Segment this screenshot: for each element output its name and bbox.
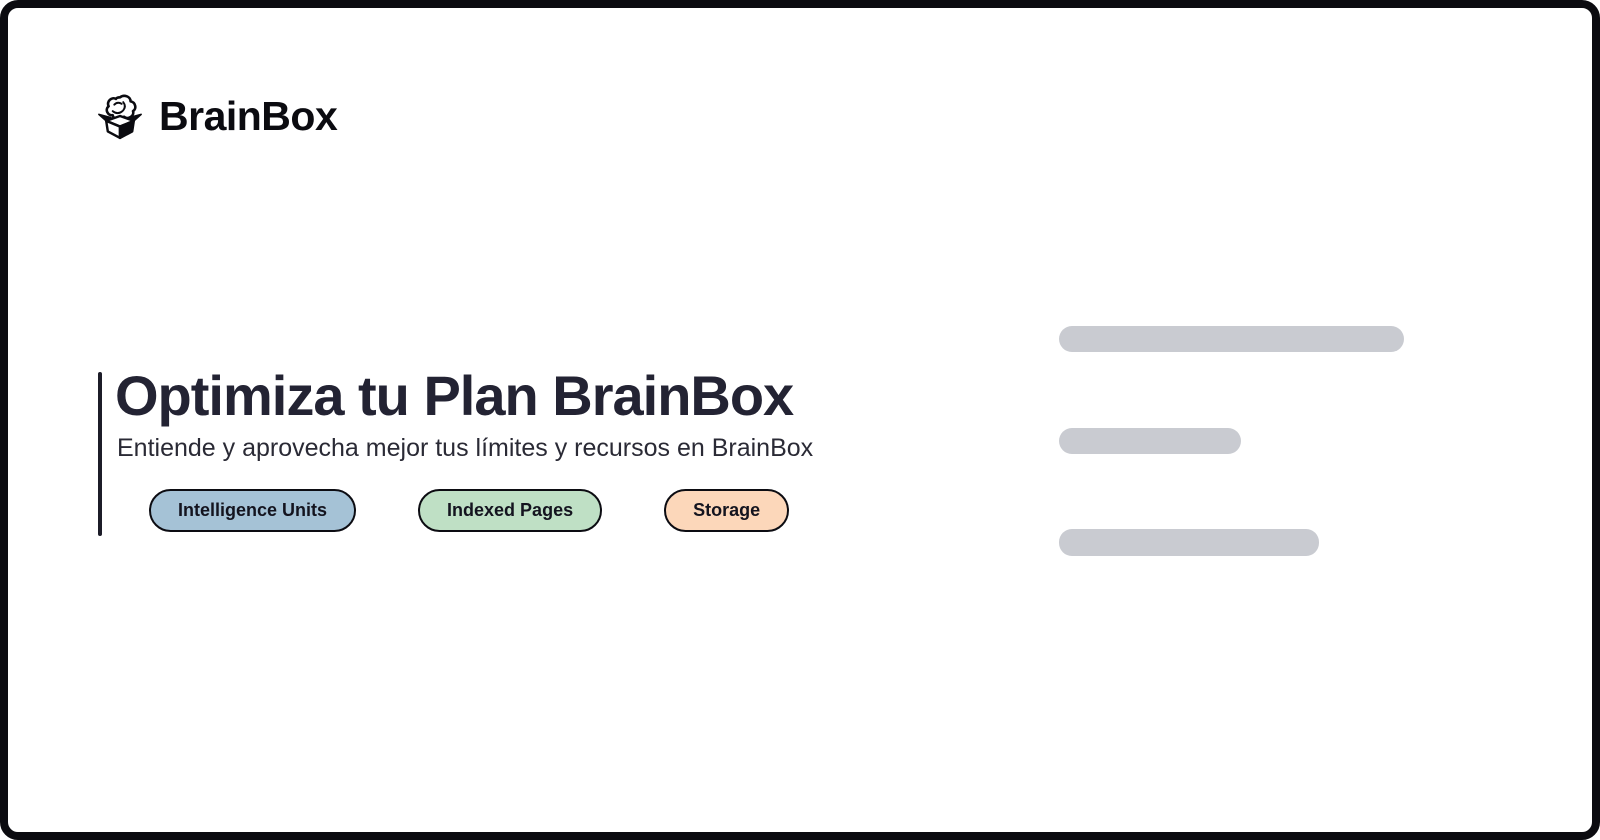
page-title: Optimiza tu Plan BrainBox [115, 364, 794, 427]
badge-indexed-pages[interactable]: Indexed Pages [418, 489, 603, 533]
badge-row: Intelligence Units Indexed Pages Storage [149, 489, 813, 533]
hero-section: Optimiza tu Plan BrainBox Entiende y apr… [98, 364, 814, 538]
skeleton-bar [1059, 428, 1241, 454]
brain-in-box-icon [94, 90, 146, 142]
brand-logo[interactable]: BrainBox [94, 90, 338, 142]
skeleton-bar [1059, 326, 1404, 352]
page-subtitle: Entiende y aprovecha mejor tus límites y… [117, 434, 814, 463]
badge-storage[interactable]: Storage [664, 489, 790, 533]
brand-name: BrainBox [159, 92, 338, 139]
badge-intelligence-units[interactable]: Intelligence Units [149, 489, 357, 533]
hero-content: Optimiza tu Plan BrainBox Entiende y apr… [102, 364, 814, 538]
accent-bar [98, 372, 102, 537]
skeleton-bar [1059, 529, 1319, 556]
